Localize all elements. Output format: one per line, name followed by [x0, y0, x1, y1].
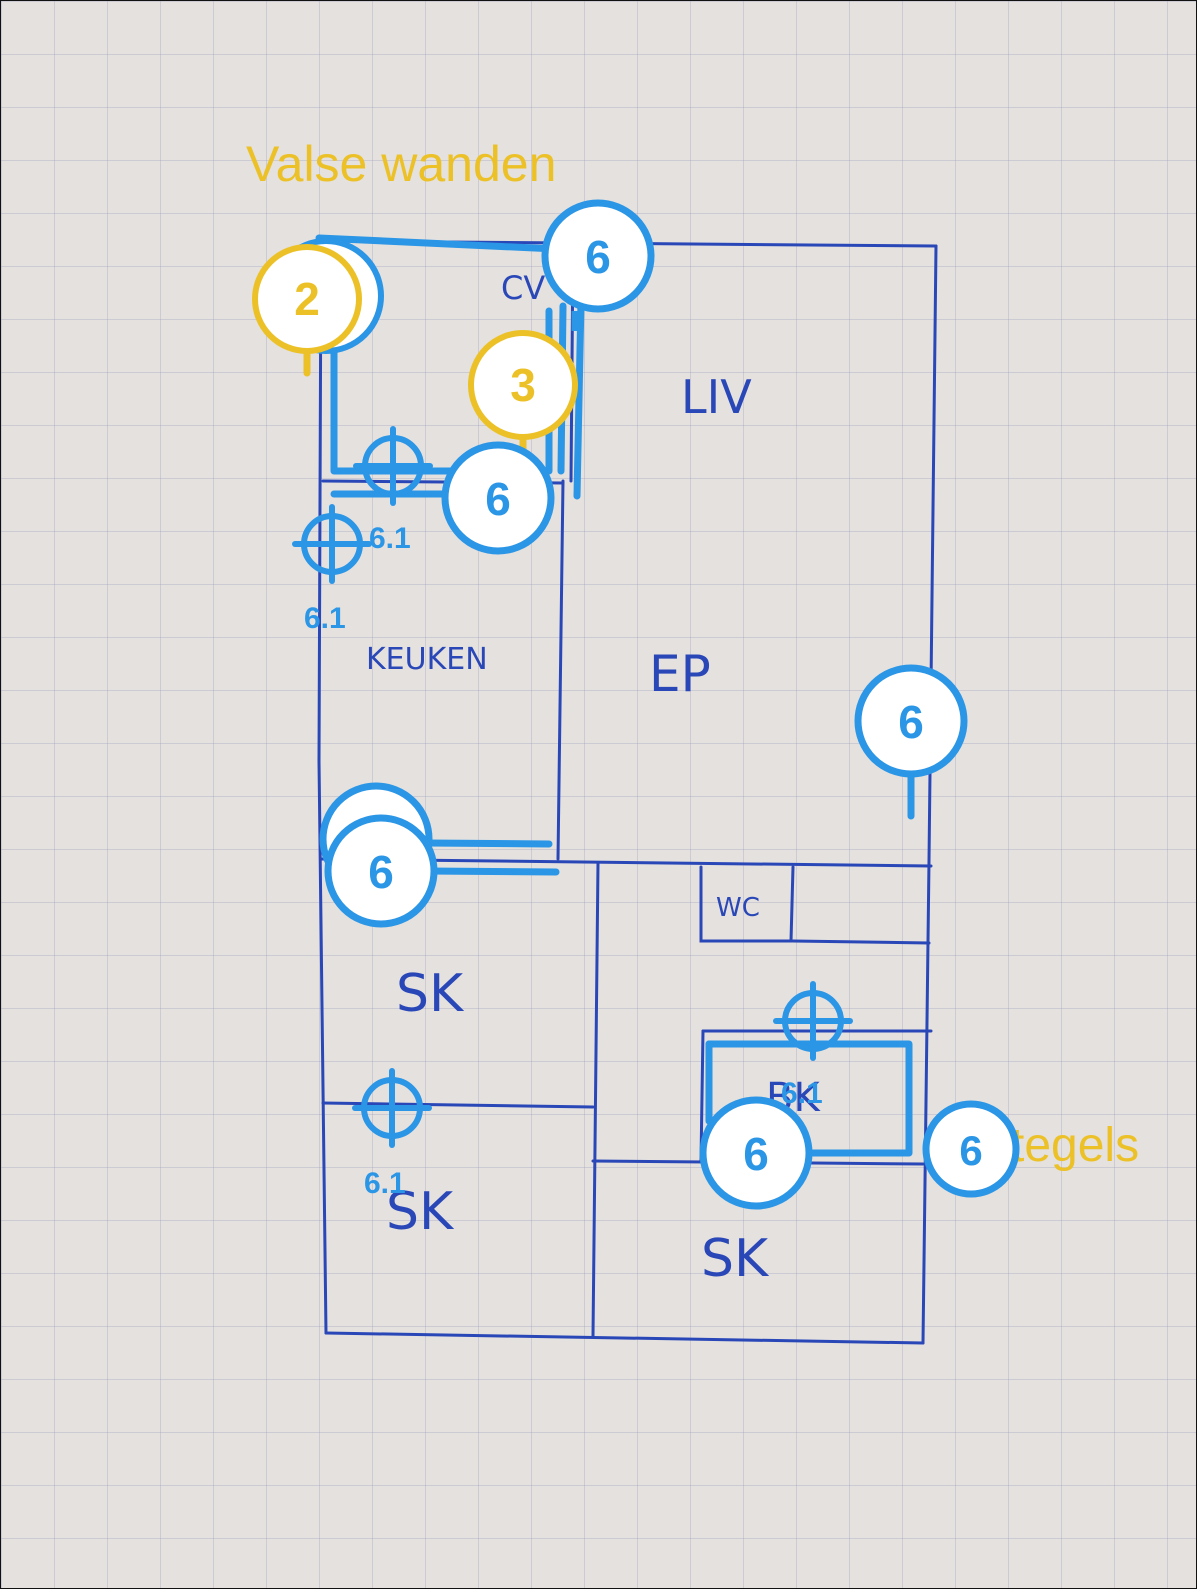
- outer-wall-bottom: [324, 1331, 925, 1345]
- target-label-1: 6.1: [369, 522, 411, 555]
- pin-6-top-label: 6: [585, 231, 611, 283]
- markup-top-wall: [315, 234, 560, 253]
- sk-wall-vertical: [591, 861, 600, 1338]
- target-marker-4[interactable]: [352, 1068, 432, 1148]
- room-labels: CV LIV KEUKEN EP WC SK SK SK BK: [366, 269, 821, 1289]
- sk-wall-horizontal: [321, 1101, 595, 1109]
- wc-side: [791, 939, 931, 945]
- outer-wall-right: [921, 244, 938, 1345]
- pin-6-bath-right-label: 6: [959, 1127, 982, 1174]
- pin-6-bath-right[interactable]: 6: [922, 1100, 1020, 1198]
- pin-6-right-label: 6: [898, 696, 924, 748]
- outer-wall-left: [317, 239, 328, 1335]
- pin-6-bath-left[interactable]: 6: [699, 1096, 813, 1210]
- markup-bath: [705, 1040, 913, 1157]
- room-label-ep: EP: [649, 645, 711, 703]
- floor-plan-walls: [317, 239, 938, 1345]
- pin-6-bath-left-label: 6: [743, 1128, 769, 1180]
- annotation-tegels: tegels: [1011, 1119, 1139, 1172]
- pin-6-left-label: 6: [368, 846, 394, 898]
- pin-3-label: 3: [510, 359, 536, 411]
- pin-6-mid-label: 6: [485, 473, 511, 525]
- pin-6-right[interactable]: 6: [854, 664, 968, 820]
- target-marker-1[interactable]: [353, 426, 433, 506]
- markup-cv-right: [573, 297, 585, 500]
- target-label-4: 6.1: [364, 1167, 406, 1200]
- target-marker-3[interactable]: [773, 981, 853, 1061]
- kitchen-wall-right: [556, 479, 565, 861]
- pin-2[interactable]: 2: [252, 238, 384, 377]
- room-label-sk-3: SK: [701, 1229, 770, 1289]
- wc-room: [699, 865, 795, 943]
- pin-6-mid[interactable]: 6: [441, 441, 555, 555]
- markup-mid-wall-2: [422, 867, 560, 876]
- target-label-2: 6.1: [304, 602, 346, 635]
- markup-mid-wall-1: [422, 839, 553, 848]
- room-label-cv: CV: [501, 269, 545, 307]
- room-label-sk-1: SK: [396, 964, 465, 1024]
- target-marker-2[interactable]: [292, 504, 372, 584]
- annotation-valse-wanden: Valse wanden: [246, 136, 556, 192]
- target-label-3: 6.1: [781, 1077, 823, 1110]
- pin-6-top[interactable]: 6: [541, 199, 655, 331]
- pin-3[interactable]: 3: [468, 330, 578, 465]
- room-label-sk-2: SK: [386, 1182, 455, 1242]
- room-label-wc: WC: [716, 893, 760, 923]
- room-label-keuken: KEUKEN: [366, 642, 488, 677]
- pin-2-label: 2: [294, 273, 320, 325]
- room-label-liv: LIV: [681, 370, 752, 424]
- pin-6-left[interactable]: 6: [319, 782, 438, 928]
